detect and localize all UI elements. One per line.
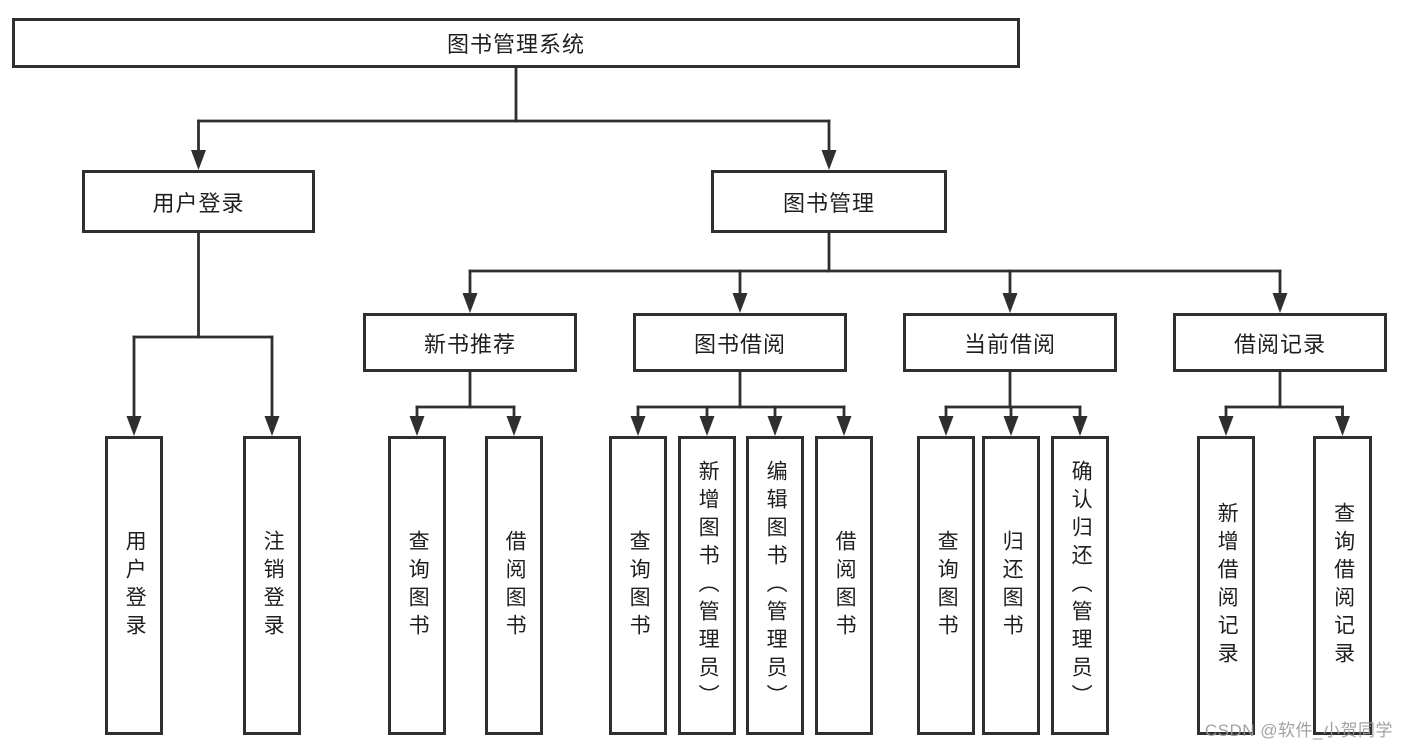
node-return-books-label: 归还图书	[1000, 529, 1024, 642]
node-user-login-leaf: 用户登录	[105, 436, 163, 735]
node-user-login: 用户登录	[82, 170, 315, 233]
node-borrowing-borrow-books: 借阅图书	[815, 436, 873, 735]
node-borrow-records: 借阅记录	[1173, 313, 1387, 372]
node-add-borrow-record-label: 新增借阅记录	[1215, 501, 1239, 670]
node-add-books-admin-label: 新增图书（管理员）	[696, 459, 720, 712]
node-borrow-records-label: 借阅记录	[1233, 331, 1326, 357]
node-user-login-label: 用户登录	[152, 190, 245, 216]
node-library-system: 图书管理系统	[12, 18, 1020, 68]
node-newbook-borrow-books-label: 借阅图书	[503, 529, 527, 642]
node-confirm-return-admin-label: 确认归还（管理员）	[1069, 459, 1093, 712]
watermark-text: CSDN @软件_小贺同学	[1204, 721, 1393, 740]
node-logout-label: 注销登录	[261, 529, 285, 642]
node-add-borrow-record: 新增借阅记录	[1197, 436, 1255, 735]
node-current-borrowing: 当前借阅	[903, 313, 1117, 372]
node-query-borrow-record: 查询借阅记录	[1313, 436, 1372, 735]
node-confirm-return-admin: 确认归还（管理员）	[1051, 436, 1109, 735]
node-user-login-leaf-label: 用户登录	[123, 529, 147, 642]
node-add-books-admin: 新增图书（管理员）	[678, 436, 736, 735]
node-return-books: 归还图书	[982, 436, 1040, 735]
node-edit-books-admin: 编辑图书（管理员）	[746, 436, 804, 735]
node-edit-books-admin-label: 编辑图书（管理员）	[764, 459, 788, 712]
node-current-borrowing-label: 当前借阅	[963, 331, 1056, 357]
node-book-management-label: 图书管理	[782, 190, 875, 216]
node-current-query-books-label: 查询图书	[935, 529, 959, 642]
node-newbook-borrow-books: 借阅图书	[485, 436, 543, 735]
node-new-book-recommend: 新书推荐	[363, 313, 577, 372]
node-borrowing-borrow-books-label: 借阅图书	[833, 529, 857, 642]
node-book-borrowing-label: 图书借阅	[693, 331, 786, 357]
node-book-borrowing: 图书借阅	[633, 313, 847, 372]
node-current-query-books: 查询图书	[917, 436, 975, 735]
node-query-borrow-record-label: 查询借阅记录	[1331, 501, 1355, 670]
node-newbook-query-books-label: 查询图书	[406, 529, 430, 642]
node-book-management: 图书管理	[711, 170, 947, 233]
node-borrowing-query-books: 查询图书	[609, 436, 667, 735]
node-newbook-query-books: 查询图书	[388, 436, 446, 735]
node-logout: 注销登录	[243, 436, 301, 735]
node-new-book-recommend-label: 新书推荐	[423, 331, 516, 357]
node-borrowing-query-books-label: 查询图书	[627, 529, 651, 642]
node-library-system-label: 图书管理系统	[446, 32, 585, 57]
